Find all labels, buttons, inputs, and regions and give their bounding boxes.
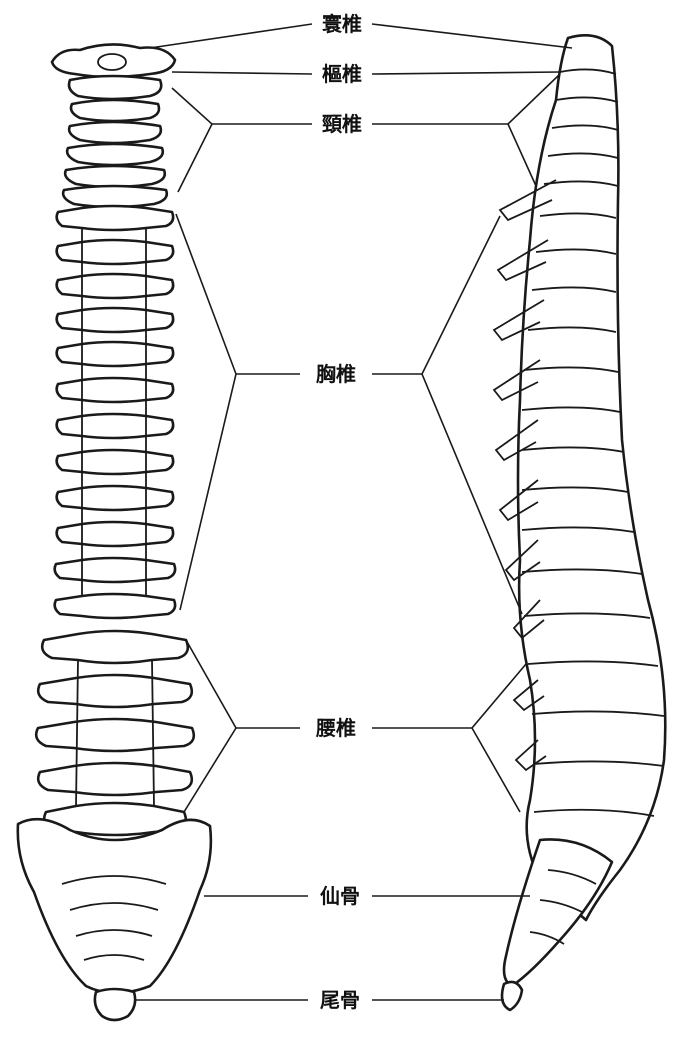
- label-atlas: 寰椎: [319, 12, 365, 36]
- label-cervical: 頸椎: [319, 112, 365, 136]
- label-coccyx: 尾骨: [317, 988, 363, 1012]
- leader-axis-left: [172, 72, 312, 74]
- front-sacrum: [18, 819, 211, 993]
- front-cervical-vertebrae: [63, 100, 167, 207]
- label-axis: 樞椎: [319, 62, 365, 86]
- label-thoracic: 胸椎: [313, 362, 359, 386]
- lateral-sacrum: [504, 839, 612, 986]
- label-lumbar: 腰椎: [313, 716, 359, 740]
- front-atlas: [52, 44, 175, 77]
- front-coccyx: [95, 989, 135, 1020]
- leader-atlas-left: [150, 24, 312, 48]
- lateral-coccyx: [502, 982, 522, 1010]
- leader-thoracic-right: [422, 216, 522, 614]
- label-sacrum: 仙骨: [317, 884, 363, 908]
- lateral-column-outline: [518, 35, 665, 920]
- leader-thoracic-left: [176, 214, 236, 610]
- front-lumbar-vertebrae: [36, 631, 194, 835]
- leader-lumbar-right: [472, 664, 526, 812]
- leader-atlas-right: [372, 24, 572, 48]
- lateral-spine-view: [494, 35, 665, 1010]
- leader-cervical-left: [172, 88, 212, 192]
- front-thoracic-vertebrae: [55, 206, 175, 618]
- leader-lumbar-left: [184, 640, 236, 812]
- anterior-spine-view: [18, 44, 211, 1020]
- front-axis: [69, 76, 161, 99]
- leader-axis-right: [372, 72, 560, 74]
